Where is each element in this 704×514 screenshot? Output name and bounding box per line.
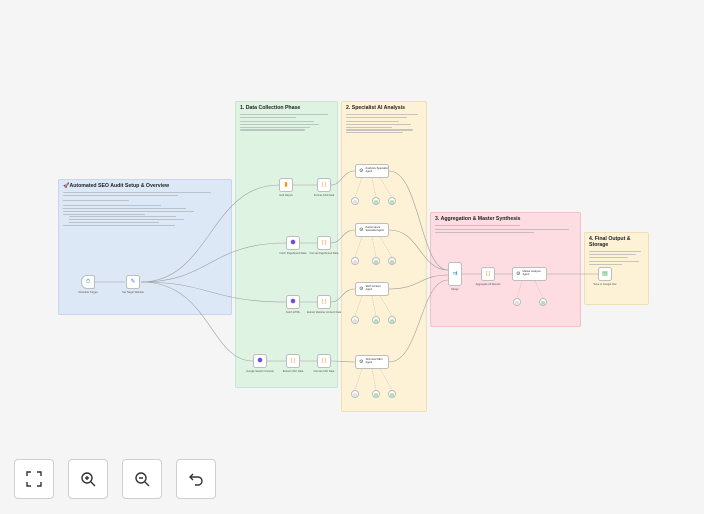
set-target-label: Set Target Website (122, 291, 144, 294)
sticky-overview-title: 🚀Automated SEO Audit Setup & Overview (63, 183, 169, 189)
get-gsc-node[interactable]: ⬢ (253, 354, 267, 368)
code-2-node[interactable]: { } (317, 236, 331, 250)
doc-tool-icon[interactable]: ▤ (539, 298, 547, 306)
sticky-output-title: 4. Final Output & Storage (589, 236, 631, 248)
http-icon: ⬢ (290, 299, 296, 305)
zoom-in-button[interactable] (68, 459, 108, 499)
set-target-node[interactable]: ✎ (126, 275, 140, 289)
performance-agent-node[interactable]: ⚙ Performance Specialist Agent (355, 223, 389, 237)
save-doc-node[interactable]: ▤ (598, 267, 612, 281)
doc-icon: ▤ (602, 271, 608, 277)
code-1-label: Format GA4 Data (313, 194, 335, 197)
code-1-node[interactable]: { } (317, 178, 331, 192)
seo-content-agent-node[interactable]: ⚙ SEO Content Agent (355, 282, 389, 296)
doc-tool-icon[interactable]: ▤ (388, 197, 396, 205)
technical-seo-agent-label: Technical SEO Agent (365, 358, 383, 364)
chat-model-icon[interactable]: ◎ (351, 197, 359, 205)
chat-model-icon[interactable]: ◎ (351, 257, 359, 265)
get-pagespeed-node[interactable]: ⬢ (286, 236, 300, 250)
get-gsc-label: Google Search Console (246, 370, 274, 373)
zoom-in-icon (81, 472, 96, 487)
robot-icon: ⚙ (359, 168, 364, 174)
zoom-out-button[interactable] (122, 459, 162, 499)
pencil-icon: ✎ (130, 279, 136, 285)
code-4b-label: Format GSC Data (313, 370, 335, 373)
master-agent-label: Master Analysis Agent (522, 270, 541, 276)
fit-view-button[interactable] (14, 459, 54, 499)
fetch-html-label: Fetch HTML (285, 311, 301, 314)
code-3-label: Extract Website Content Data (306, 311, 342, 314)
save-doc-label: Save to Google Doc (593, 283, 617, 286)
http-icon: ⬢ (257, 358, 263, 364)
sticky-aggregation-title: 3. Aggregation & Master Synthesis (435, 216, 521, 222)
code-icon: { } (290, 357, 296, 364)
code-icon: { } (485, 270, 491, 277)
chat-model-icon[interactable]: ◎ (513, 298, 521, 306)
code-4b-node[interactable]: { } (317, 354, 331, 368)
schedule-trigger-label: Schedule Trigger (78, 291, 98, 294)
ga4-report-node[interactable]: ▮ (279, 178, 293, 192)
aggregate-node[interactable]: { } (481, 267, 495, 281)
sticky-overview[interactable]: 🚀Automated SEO Audit Setup & Overview (58, 179, 232, 315)
doc-tool-icon[interactable]: ▤ (388, 257, 396, 265)
code-icon: { } (321, 298, 327, 305)
code-4a-node[interactable]: { } (286, 354, 300, 368)
analytics-icon: ▮ (284, 182, 288, 188)
code-4a-label: Extract GSC Data (282, 370, 304, 373)
sticky-analysis-title: 2. Specialist AI Analysis (346, 105, 406, 111)
fetch-html-node[interactable]: ⬢ (286, 295, 300, 309)
ga4-report-label: GA4 Report (279, 194, 293, 197)
technical-seo-agent-node[interactable]: ⚙ Technical SEO Agent (355, 355, 389, 369)
analytics-agent-node[interactable]: ⚙ Analytics Specialist Agent (355, 164, 389, 178)
robot-icon: ⚙ (516, 271, 521, 277)
merge-node[interactable]: ⇉ (448, 262, 462, 286)
code-icon: { } (321, 239, 327, 246)
undo-button[interactable] (176, 459, 216, 499)
code-2-label: Format PageSpeed Data (309, 252, 339, 255)
undo-icon (189, 473, 203, 486)
zoom-out-icon (135, 472, 150, 487)
seo-content-agent-label: SEO Content Agent (365, 285, 381, 291)
merge-label: Merge (451, 288, 459, 291)
doc-tool-icon[interactable]: ▤ (372, 257, 380, 265)
aggregate-label: Aggregate All Results (475, 283, 501, 286)
robot-icon: ⚙ (359, 227, 364, 233)
fit-view-icon (26, 471, 42, 487)
merge-icon: ⇉ (452, 271, 458, 277)
master-agent-node[interactable]: ⚙ Master Analysis Agent (512, 267, 547, 281)
code-icon: { } (321, 357, 327, 364)
analytics-agent-label: Analytics Specialist Agent (365, 167, 388, 173)
performance-agent-label: Performance Specialist Agent (365, 226, 384, 232)
code-3-node[interactable]: { } (317, 295, 331, 309)
sticky-output[interactable]: 4. Final Output & Storage (584, 232, 649, 305)
chat-model-icon[interactable]: ◎ (351, 316, 359, 324)
doc-tool-icon[interactable]: ▤ (388, 316, 396, 324)
http-icon: ⬢ (290, 240, 296, 246)
schedule-trigger-node[interactable]: ⏱ (81, 275, 95, 289)
clock-icon: ⏱ (85, 279, 91, 285)
doc-tool-icon[interactable]: ▤ (372, 316, 380, 324)
sticky-aggregation[interactable]: 3. Aggregation & Master Synthesis (430, 212, 581, 327)
doc-tool-icon[interactable]: ▤ (388, 390, 396, 398)
get-pagespeed-label: Fetch PageSpeed Data (279, 252, 307, 255)
doc-tool-icon[interactable]: ▤ (372, 197, 380, 205)
robot-icon: ⚙ (359, 359, 364, 365)
robot-icon: ⚙ (359, 286, 364, 292)
sticky-collection-title: 1. Data Collection Phase (240, 105, 301, 111)
doc-tool-icon[interactable]: ▤ (372, 390, 380, 398)
code-icon: { } (321, 181, 327, 188)
chat-model-icon[interactable]: ◎ (351, 390, 359, 398)
